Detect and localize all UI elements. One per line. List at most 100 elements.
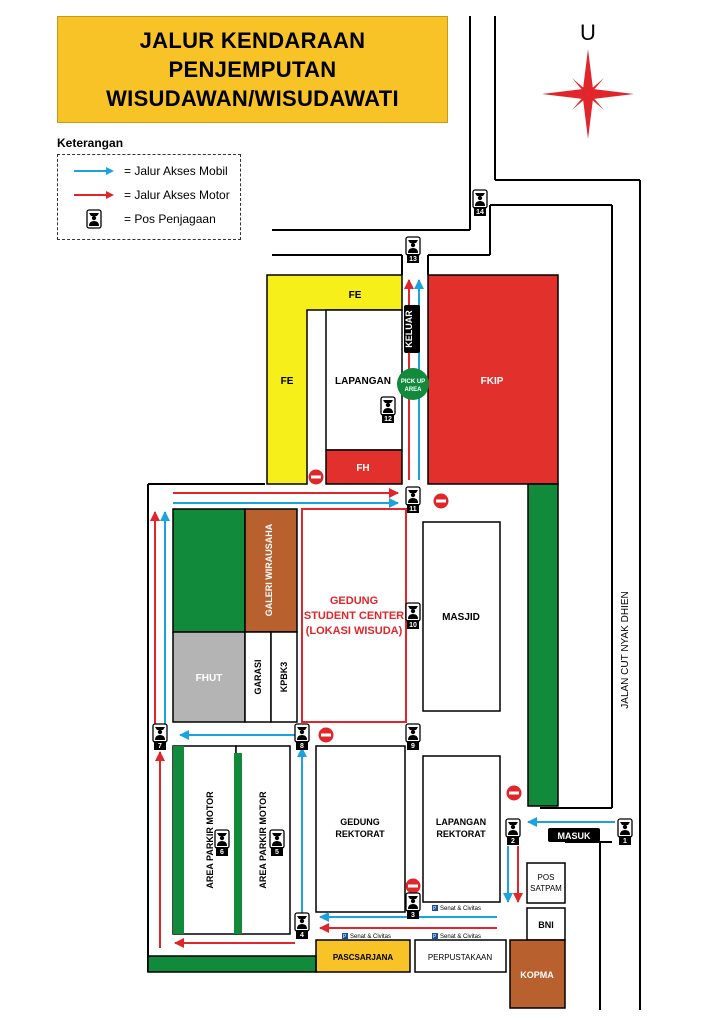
legend-motor-label: = Jalur Akses Motor <box>124 188 230 202</box>
guard-post-number: 12 <box>384 416 392 423</box>
gedung-rektorat <box>315 745 406 913</box>
senat-label-1: Senat & Civitas <box>440 906 481 912</box>
guard-post-number: 10 <box>409 622 417 629</box>
title-line-1: JALUR KENDARAAN <box>139 28 366 53</box>
garasi-building <box>244 631 272 723</box>
kpbk3-building <box>270 631 298 723</box>
keluar-label: KELUAR <box>404 310 414 348</box>
guard-post-number: 1 <box>623 838 627 845</box>
guard-post-number: 5 <box>275 849 279 856</box>
bni-label: BNI <box>538 920 554 930</box>
student-center-line-1: GEDUNG <box>330 595 378 607</box>
guard-post-7: 7 <box>152 723 168 750</box>
kopma-building <box>509 939 566 1009</box>
title-line-3: WISUDAWAN/WISUDAWATI <box>106 86 399 111</box>
masuk-sign <box>548 828 600 842</box>
guard-post-8: 8 <box>294 723 310 750</box>
roads <box>147 16 641 1010</box>
guard-post-number: 2 <box>511 838 515 845</box>
compass-label: U <box>580 20 596 45</box>
parkir-1-label: AREA PARKIR MOTOR <box>205 791 215 889</box>
fh-label: FH <box>356 463 369 474</box>
guard-post-5: 5 <box>269 829 285 856</box>
blue-arrow-icon <box>72 161 120 181</box>
pickup-line-2: AREA <box>404 387 422 393</box>
legend: = Jalur Akses Mobil = Jalur Akses Motor … <box>57 154 241 240</box>
senat-label-2: Senat & Civitas <box>350 934 391 940</box>
guard-post-icon <box>214 829 230 849</box>
guard-post-3: 3 <box>405 892 421 919</box>
guard-post-icon <box>380 396 396 416</box>
guard-post-number: 11 <box>409 506 417 513</box>
guard-post-icon <box>269 829 285 849</box>
buildings <box>147 274 566 1009</box>
fhut-label: FHUT <box>196 673 223 684</box>
guard-post-icon <box>472 189 488 209</box>
legend-item-guard: = Pos Penjagaan <box>72 209 216 229</box>
guard-post-icon <box>405 486 421 506</box>
guard-post-icon <box>617 818 633 838</box>
guard-post-13: 13 <box>405 236 421 263</box>
fh-building <box>325 449 403 485</box>
lapangan-rektorat <box>422 755 501 903</box>
guard-post-2: 2 <box>505 818 521 845</box>
student-center <box>301 508 407 723</box>
guard-post-number: 9 <box>411 743 415 750</box>
student-center-line-3: (LOKASI WISUDA) <box>306 625 403 637</box>
guard-post-icon <box>405 236 421 256</box>
lapangan-label: LAPANGAN <box>335 376 391 387</box>
legend-title: Keterangan <box>57 136 124 150</box>
guard-post-1: 1 <box>617 818 633 845</box>
kpbk3-label: KPBK3 <box>279 662 289 693</box>
lap-rektorat-line-2: REKTORAT <box>436 829 486 839</box>
masjid-label: MASJID <box>442 612 480 623</box>
guard-post-number: 6 <box>220 849 224 856</box>
map-title: JALUR KENDARAAN PENJEMPUTAN WISUDAWAN/WI… <box>57 16 448 123</box>
guard-post-icon <box>405 723 421 743</box>
rektorat-line-1: GEDUNG <box>340 817 380 827</box>
no-entry-icon <box>506 785 522 801</box>
red-arrow-icon <box>72 185 120 205</box>
guard-post-9: 9 <box>405 723 421 750</box>
guard-post-number: 7 <box>158 743 162 750</box>
pos-satpam-line-2: SATPAM <box>530 884 562 893</box>
guard-post-icon <box>294 723 310 743</box>
fe-side-label: FE <box>281 376 294 387</box>
pascasarjana-label: PASCSARJANA <box>333 953 394 962</box>
guard-post-number: 4 <box>300 932 304 939</box>
senat-p-3: P <box>433 934 437 940</box>
guard-post-14: 14 <box>472 189 488 216</box>
legend-item-car: = Jalur Akses Mobil <box>72 161 228 181</box>
guard-post-12: 12 <box>380 396 396 423</box>
guard-post-6: 6 <box>214 829 230 856</box>
pickup-area <box>397 368 429 400</box>
guard-post-number: 14 <box>476 209 484 216</box>
parkir-2-label: AREA PARKIR MOTOR <box>258 791 268 889</box>
keluar-sign <box>404 305 420 353</box>
no-entry-icon <box>318 727 334 743</box>
legend-car-label: = Jalur Akses Mobil <box>124 164 228 178</box>
guard-post-icon <box>72 209 120 229</box>
guard-post-11: 11 <box>405 486 421 513</box>
guard-post-number: 8 <box>300 743 304 750</box>
compass-icon <box>542 49 634 139</box>
senat-label-3: Senat & Civitas <box>440 934 481 940</box>
no-entry-icon <box>433 493 449 509</box>
masjid <box>422 521 501 712</box>
legend-guard-label: = Pos Penjagaan <box>124 212 216 226</box>
guard-post-icon <box>405 602 421 622</box>
rektorat-line-2: REKTORAT <box>335 829 385 839</box>
senat-p-2: P <box>343 934 347 940</box>
perpustakaan-building <box>414 939 507 973</box>
guard-post-number: 13 <box>409 256 417 263</box>
legend-item-motor: = Jalur Akses Motor <box>72 185 230 205</box>
garasi-label: GARASI <box>253 659 263 694</box>
guard-post-4: 4 <box>294 912 310 939</box>
pos-satpam <box>526 862 566 904</box>
street-label: JALAN CUT NYAK DHIEN <box>620 591 631 708</box>
no-entry-icon <box>405 878 421 894</box>
fe-top-label: FE <box>349 290 362 301</box>
green-strip-south <box>147 955 317 973</box>
